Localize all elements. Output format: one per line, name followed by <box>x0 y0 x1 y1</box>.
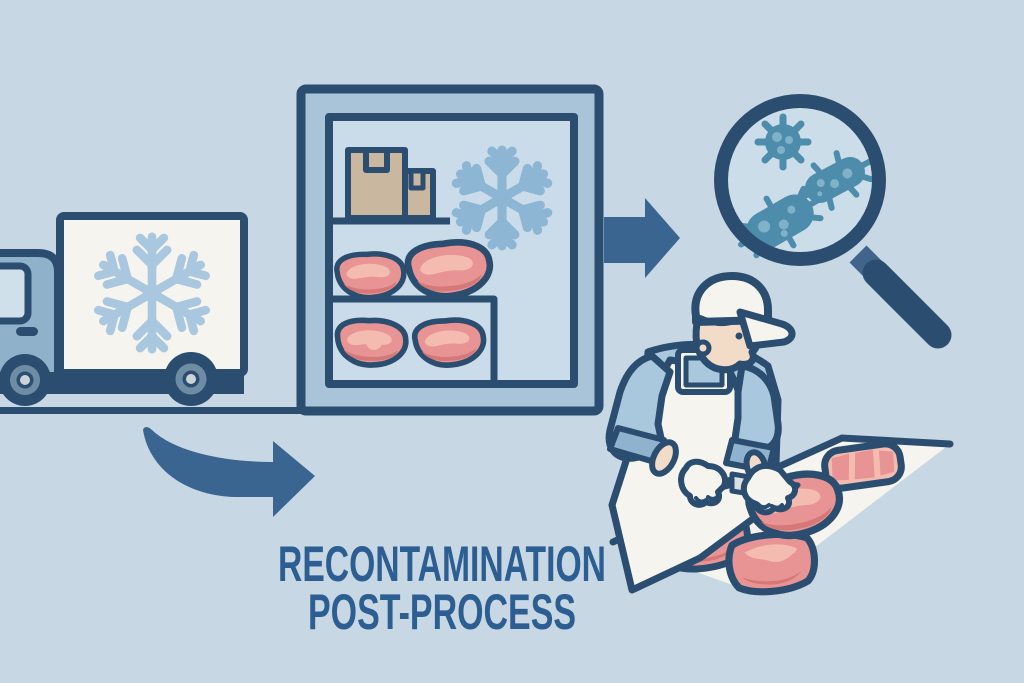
left-forearm <box>649 439 679 477</box>
magnifier-icon <box>714 94 952 349</box>
glove-icon <box>740 462 798 516</box>
cold-storage-icon <box>296 84 604 416</box>
truck-wheel-rear <box>164 352 218 406</box>
truck-door-handle <box>16 327 38 336</box>
storage-boxes-icon <box>345 147 436 221</box>
magnifier-ring <box>714 94 886 266</box>
curved-flow-arrow-icon <box>143 427 315 517</box>
title-line-1: RECONTAMINATION <box>278 536 606 592</box>
cap-icon <box>691 272 772 326</box>
meat-icon <box>414 319 484 366</box>
meat-bone <box>366 334 382 350</box>
compartment-line <box>331 295 498 382</box>
cap-brim <box>736 308 796 350</box>
ear <box>694 339 712 357</box>
refrigerated-truck-icon <box>0 212 248 406</box>
meat-cut-icon <box>727 532 816 594</box>
eye <box>735 332 743 340</box>
meat-icon <box>337 254 404 298</box>
ground-line <box>0 407 304 414</box>
bacteria-icon <box>796 150 874 211</box>
glove-icon <box>678 458 728 508</box>
worker-head <box>691 272 796 374</box>
flow-arrow-icon <box>604 198 680 278</box>
bacteria-icon <box>754 113 812 171</box>
truck-window <box>0 262 32 325</box>
title-line-2: POST-PROCESS <box>308 584 576 640</box>
meat-cut-icon <box>821 440 905 492</box>
truck-wheel-front <box>0 354 51 406</box>
cap-band <box>697 315 741 326</box>
magnifier-handle <box>862 259 952 349</box>
